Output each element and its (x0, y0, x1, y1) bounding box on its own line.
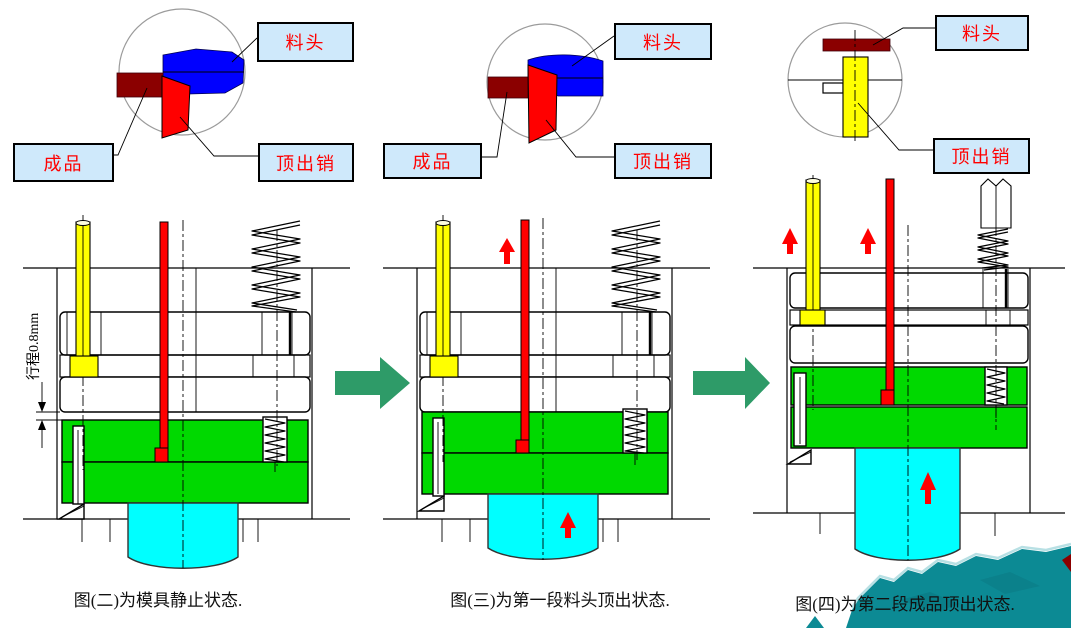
screw-spring-3 (977, 228, 1009, 269)
ejector-plate-bottom-2 (421, 452, 669, 495)
leader-ejector-pin-3 (857, 102, 933, 151)
maroon-sliver (1062, 554, 1071, 572)
hydraulic-cylinder-3 (854, 447, 961, 561)
leader-ejector-pin-1 (179, 116, 258, 157)
step-arrow-2 (693, 357, 770, 409)
inner-spring-2 (624, 410, 646, 454)
leader-material-head-2 (571, 35, 615, 67)
yellow-pin-base-2 (429, 355, 459, 378)
teal-decoration (806, 542, 1071, 628)
ejector-plate-bottom-1 (61, 461, 309, 504)
red-ejector-pin-3 (885, 178, 895, 391)
teal-triangle (806, 616, 824, 628)
runner-bar-3 (822, 38, 891, 52)
plate-b-2 (419, 376, 671, 413)
stroke-dimension: 行程0.8mm (26, 313, 62, 448)
detail-view-1 (110, 8, 258, 157)
detail-view-2 (478, 23, 615, 158)
red-ejector-pin-2 (520, 219, 530, 441)
return-pin-slot-2 (432, 417, 445, 497)
label-ejector-pin-1: 顶出销 (258, 143, 354, 182)
plate-a-3 (789, 272, 1029, 309)
product-shape-2 (487, 76, 529, 99)
plate-a-1 (59, 311, 311, 356)
leader-ejector-pin-2 (545, 119, 614, 158)
step-arrow-1 (335, 357, 410, 409)
plate-b-3 (789, 325, 1029, 364)
ejector-plate-bottom-3 (790, 406, 1028, 449)
label-material-head-3: 料头 (935, 15, 1029, 51)
plate-b-1 (59, 376, 311, 413)
ejector-pin-shape-2 (527, 64, 558, 144)
inner-spring-1 (264, 418, 286, 463)
caption-fig2: 图(二)为模具静止状态. (73, 591, 243, 610)
mold-section-3 (753, 175, 1065, 561)
ejector-pin-shape-3 (842, 56, 869, 138)
label-product-2: 成品 (383, 143, 482, 179)
caption-fig4: 图(四)为第二段成品顶出状态. (795, 595, 1015, 614)
label-product-1: 成品 (13, 143, 114, 182)
motion-arrow-cylinder-3 (920, 472, 936, 504)
red-ejector-pin-1 (159, 221, 169, 449)
leader-material-head-3 (872, 27, 935, 46)
motion-arrow-pin-2 (499, 238, 515, 264)
yellow-pin-base-1 (69, 355, 99, 378)
label-material-head-1: 料头 (257, 22, 354, 62)
mold-section-2 (383, 215, 710, 560)
label-material-head-2: 料头 (614, 23, 712, 60)
leader-product-2 (478, 91, 508, 158)
motion-arrow-yellow-pin-3 (782, 228, 798, 254)
product-shape-1 (116, 72, 164, 98)
detail-view-3 (787, 22, 935, 151)
return-pin-slot-1 (72, 425, 85, 505)
leader-product-1 (110, 87, 148, 156)
screw-spring-2 (611, 220, 661, 311)
mold-section-1: 行程0.8mm (23, 215, 350, 569)
ejector-pin-shape-1 (161, 75, 191, 139)
label-ejector-pin-2: 顶出销 (614, 143, 712, 179)
motion-arrow-cylinder-2 (560, 512, 576, 538)
motion-arrow-red-pin-3 (860, 228, 876, 254)
stroke-dimension-label: 行程0.8mm (26, 313, 42, 380)
yellow-pin-base-3 (799, 309, 826, 326)
label-ejector-pin-3: 顶出销 (933, 138, 1030, 174)
plate-a-2 (419, 311, 671, 356)
leader-material-head-1 (231, 37, 258, 63)
caption-fig3: 图(三)为第一段料头顶出状态. (450, 591, 670, 610)
screw-spring-1 (251, 220, 301, 311)
